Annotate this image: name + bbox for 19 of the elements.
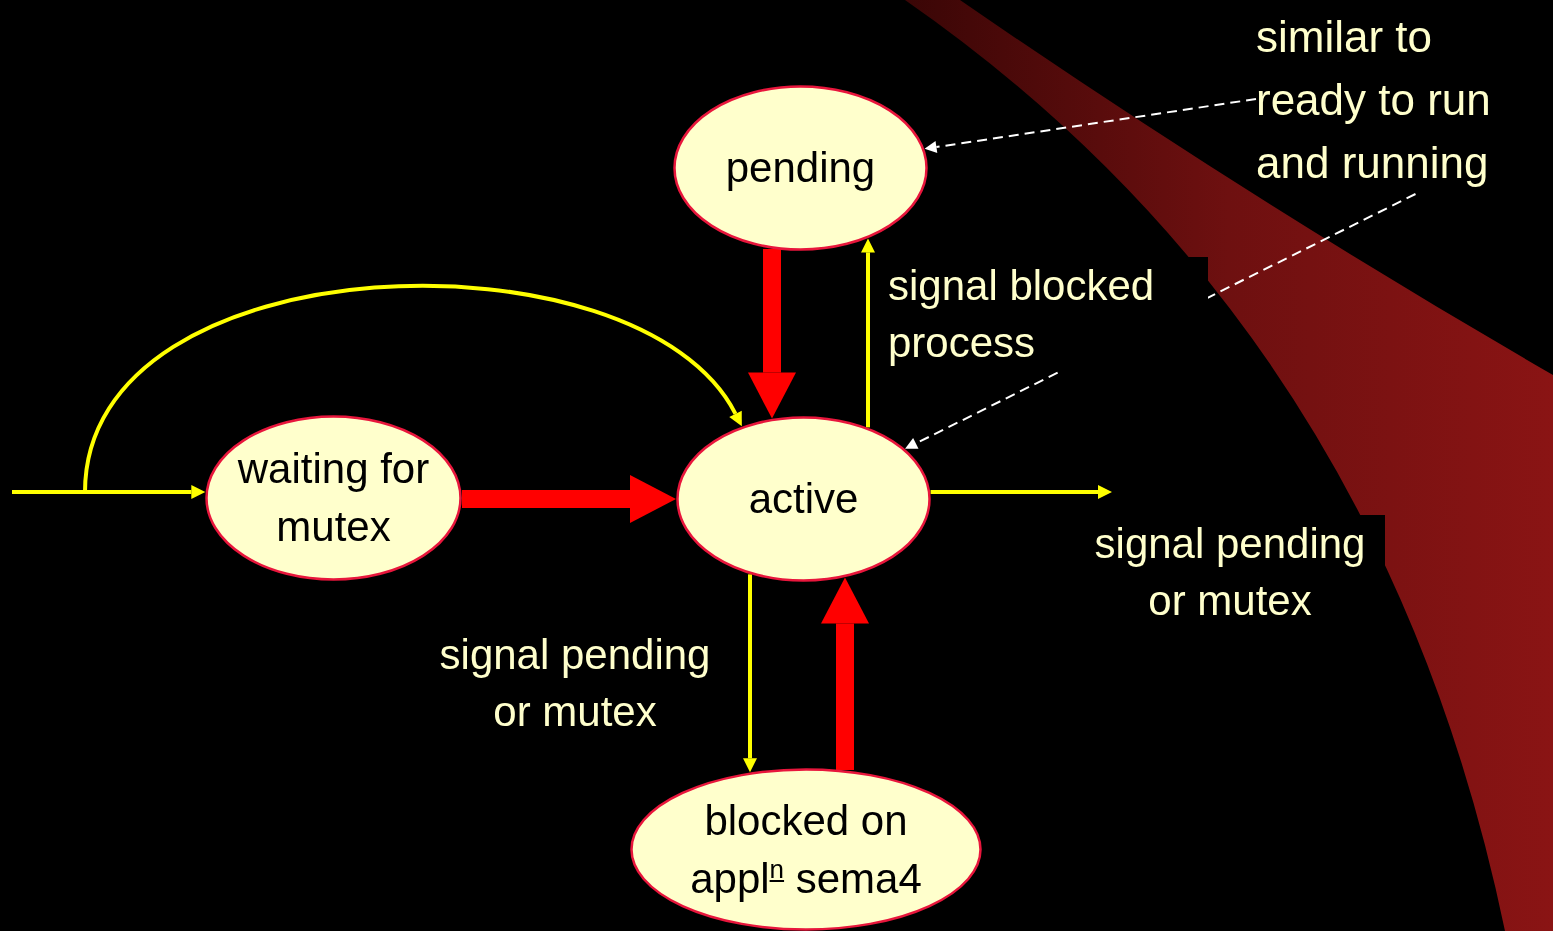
state-label: waiting for mutex [236,444,431,552]
leader-line [924,98,1257,153]
state-ellipse [676,416,931,582]
edge-label: signal blocked process [888,257,1208,371]
arrow [930,485,1112,499]
state-label: blocked on appl$^{n}$ sema4 [689,795,923,904]
state-ellipse [673,85,928,251]
state-label: active [748,474,859,524]
note-text: similar to ready to run and running [1256,10,1492,189]
arrow [743,574,757,773]
state-ellipse [205,415,462,581]
arrow [748,248,796,419]
arrow [861,238,875,428]
state-label: pending [725,143,876,193]
arrow [821,577,869,771]
arrow [83,284,744,493]
state-ellipse [630,768,982,931]
arrow [12,485,206,499]
arrow [462,475,676,523]
